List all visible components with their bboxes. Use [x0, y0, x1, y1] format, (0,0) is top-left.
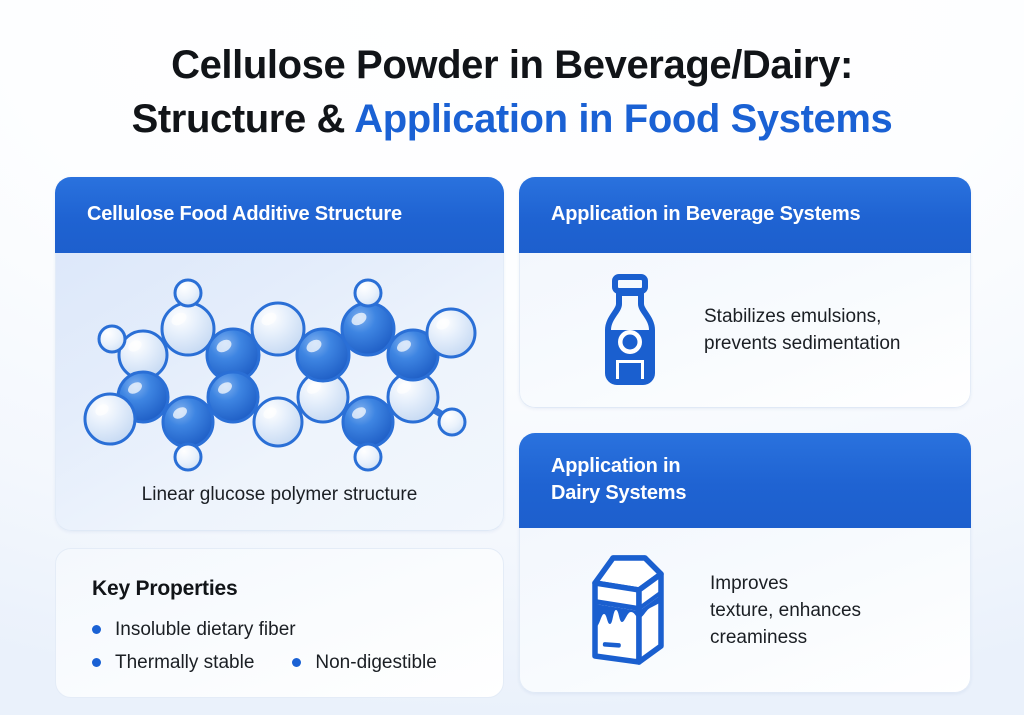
bullet-dot-icon — [92, 625, 101, 634]
milk-bottle-icon — [582, 274, 678, 386]
atom-terminal — [353, 278, 382, 308]
key-properties-row-2: Thermally stable Non-digestible — [92, 646, 503, 679]
card-dairy-application-header: Application in Dairy Systems — [519, 433, 971, 528]
card-cellulose-structure-body: Linear glucose polymer structure — [55, 253, 504, 531]
list-item-label: Non-digestible — [315, 651, 437, 673]
title-line-1: Cellulose Powder in Beverage/Dairy: — [171, 43, 853, 87]
card-dairy-application-header-line-1: Application in — [551, 455, 681, 477]
milk-bottle-svg — [605, 274, 655, 385]
card-beverage-application-header: Application in Beverage Systems — [519, 177, 971, 253]
milk-carton-icon — [580, 552, 676, 668]
cellulose-molecule-diagram — [80, 267, 480, 477]
atom-dark — [295, 327, 350, 383]
title-line-2-accent: Application in Food Systems — [354, 97, 893, 141]
atom-terminal — [353, 442, 382, 472]
dairy-description: Improves texture, enhances creaminess — [710, 570, 861, 651]
right-column: Application in Beverage Systems — [519, 177, 971, 693]
dairy-description-line-2: texture, enhances — [710, 599, 862, 621]
atom-terminal — [83, 392, 136, 446]
card-dairy-application: Application in Dairy Systems — [519, 433, 971, 693]
left-column: Cellulose Food Additive Structure — [55, 177, 504, 698]
atom-light — [252, 396, 303, 448]
atom-terminal — [437, 407, 466, 437]
beverage-description-line-1: Stabilizes emulsions, — [704, 306, 882, 327]
card-dairy-application-header-line-2: Dairy Systems — [551, 482, 687, 504]
bullet-dot-icon — [292, 658, 302, 667]
milk-carton-svg — [592, 555, 664, 665]
atom-terminal — [425, 307, 476, 359]
atom-dark — [206, 370, 259, 424]
atom-dark — [340, 301, 395, 357]
dairy-description-line-1: Improves — [710, 572, 789, 594]
atom-light — [160, 301, 215, 357]
atom-terminal — [173, 442, 202, 472]
page-title: Cellulose Powder in Beverage/Dairy: Stru… — [0, 38, 1024, 146]
card-key-properties: Key Properties Insoluble dietary fiber T… — [55, 548, 504, 698]
dairy-description-line-3: creaminess — [710, 626, 808, 648]
title-line-2-plain: Structure & — [131, 97, 355, 141]
card-cellulose-structure: Cellulose Food Additive Structure — [55, 177, 504, 531]
card-beverage-application-body: Stabilizes emulsions, prevents sedimenta… — [519, 253, 971, 408]
atom-light — [250, 301, 305, 357]
card-cellulose-structure-header: Cellulose Food Additive Structure — [55, 177, 504, 253]
card-dairy-application-body: Improves texture, enhances creaminess — [519, 528, 971, 693]
key-properties-row-1: Insoluble dietary fiber — [92, 613, 503, 646]
list-item-label: Thermally stable — [115, 651, 255, 673]
beverage-description-line-2: prevents sedimentation — [704, 333, 901, 354]
list-item: Non-digestible — [292, 651, 437, 674]
molecule-caption: Linear glucose polymer structure — [141, 484, 418, 505]
key-properties-title: Key Properties — [92, 577, 238, 600]
atom-terminal — [97, 324, 126, 354]
list-item: Insoluble dietary fiber — [92, 619, 296, 641]
atom-dark — [341, 395, 394, 449]
atom-terminal — [173, 278, 202, 308]
beverage-description: Stabilizes emulsions, prevents sedimenta… — [704, 303, 900, 357]
title-line-2: Structure & Application in Food Systems — [0, 92, 1024, 146]
list-item: Thermally stable — [92, 652, 254, 674]
atom-dark — [161, 395, 214, 449]
bullet-dot-icon — [92, 658, 101, 667]
molecule-svg — [83, 278, 476, 472]
card-beverage-application: Application in Beverage Systems — [519, 177, 971, 408]
list-item-label: Insoluble dietary fiber — [115, 618, 296, 640]
